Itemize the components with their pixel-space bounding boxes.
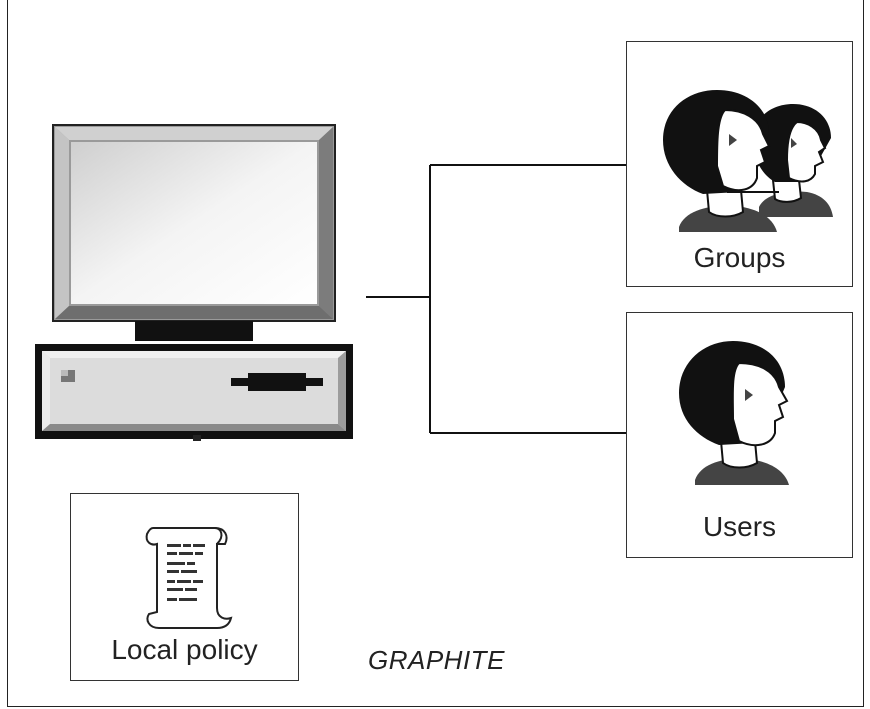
- local-policy-node: Local policy: [70, 493, 299, 681]
- users-node: Users: [626, 312, 853, 558]
- groups-label: Groups: [693, 242, 786, 273]
- scroll-document-icon: [145, 527, 233, 629]
- person-icon: [679, 341, 789, 485]
- two-people-icon: [663, 90, 833, 232]
- groups-node: Groups: [626, 41, 853, 287]
- local-policy-label: Local policy: [111, 634, 258, 665]
- desktop-computer-icon: [35, 124, 353, 441]
- diagram-frame: [7, 0, 864, 707]
- users-label: Users: [702, 511, 777, 542]
- machine-name-label: GRAPHITE: [368, 645, 505, 675]
